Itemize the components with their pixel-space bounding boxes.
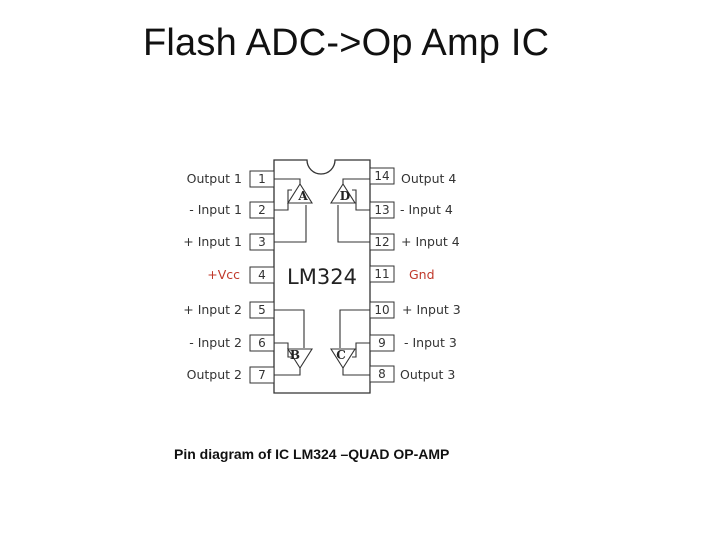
pin-5: 5 + Input 2 <box>183 301 275 319</box>
pin-number: 5 <box>258 303 266 317</box>
op-amp-c-symbol <box>330 348 356 370</box>
pin-number: 13 <box>374 203 389 217</box>
pin-2: 2 - Input 1 <box>189 201 275 219</box>
pin-7: 7 Output 2 <box>187 366 275 384</box>
pin-number: 8 <box>378 367 386 381</box>
op-amp-b-label: B <box>290 348 300 362</box>
pin-number: 7 <box>258 368 266 382</box>
pin-1: 1 Output 1 <box>187 170 275 188</box>
op-amp-a-label: A <box>297 189 308 203</box>
op-amp-a-symbol <box>287 182 313 204</box>
pin-number: 12 <box>374 235 389 249</box>
op-amp-c-label: C <box>336 348 346 362</box>
pin-number: 1 <box>258 172 266 186</box>
op-amp-d-label: D <box>340 189 350 203</box>
left-pins: 1 Output 1 2 - Input 1 3 + Input 1 4 +Vc… <box>183 170 275 384</box>
pin-label: + Input 3 <box>402 302 461 317</box>
pin-number: 10 <box>374 303 389 317</box>
pin-number: 9 <box>378 336 386 350</box>
chip-body <box>273 159 371 394</box>
pin-6: 6 - Input 2 <box>189 334 275 352</box>
pin-label: Output 2 <box>187 367 242 382</box>
pin-label: - Input 1 <box>189 202 242 217</box>
pin-label: + Input 4 <box>401 234 460 249</box>
pin-label: Output 3 <box>400 367 455 382</box>
pin-label: Output 4 <box>401 171 456 186</box>
pin-4: 4 +Vcc <box>207 266 275 284</box>
pin-13: 13 - Input 4 <box>369 201 453 219</box>
pin-12: 12 + Input 4 <box>369 233 460 251</box>
pin-label-power: +Vcc <box>207 267 240 282</box>
pin-label: Output 1 <box>187 171 242 186</box>
pin-number: 3 <box>258 235 266 249</box>
right-pins: 14 Output 4 13 - Input 4 12 + Input 4 11… <box>369 167 461 383</box>
pin-14: 14 Output 4 <box>369 167 456 186</box>
pin-number: 6 <box>258 336 266 350</box>
pin-label: + Input 2 <box>183 302 242 317</box>
op-amp-d-symbol <box>330 182 356 204</box>
pin-number: 14 <box>374 169 389 183</box>
diagram-caption: Pin diagram of IC LM324 –QUAD OP-AMP <box>174 446 450 462</box>
pin-label: - Input 4 <box>400 202 453 217</box>
pin-number: 4 <box>258 268 266 282</box>
pin-8: 8 Output 3 <box>369 365 455 383</box>
pin-11: 11 Gnd <box>369 265 435 283</box>
pin-number: 2 <box>258 203 266 217</box>
pin-10: 10 + Input 3 <box>369 301 461 319</box>
pin-3: 3 + Input 1 <box>183 233 275 251</box>
pin-number: 11 <box>374 267 389 281</box>
pin-9: 9 - Input 3 <box>369 334 457 352</box>
pin-label: - Input 3 <box>404 335 457 350</box>
pin-label-ground: Gnd <box>409 267 435 282</box>
op-amp-b-symbol <box>287 348 313 370</box>
chip-name: LM324 <box>287 265 357 289</box>
pin-label: + Input 1 <box>183 234 242 249</box>
pin-label: - Input 2 <box>189 335 242 350</box>
slide-title: Flash ADC->Op Amp IC <box>143 22 550 64</box>
